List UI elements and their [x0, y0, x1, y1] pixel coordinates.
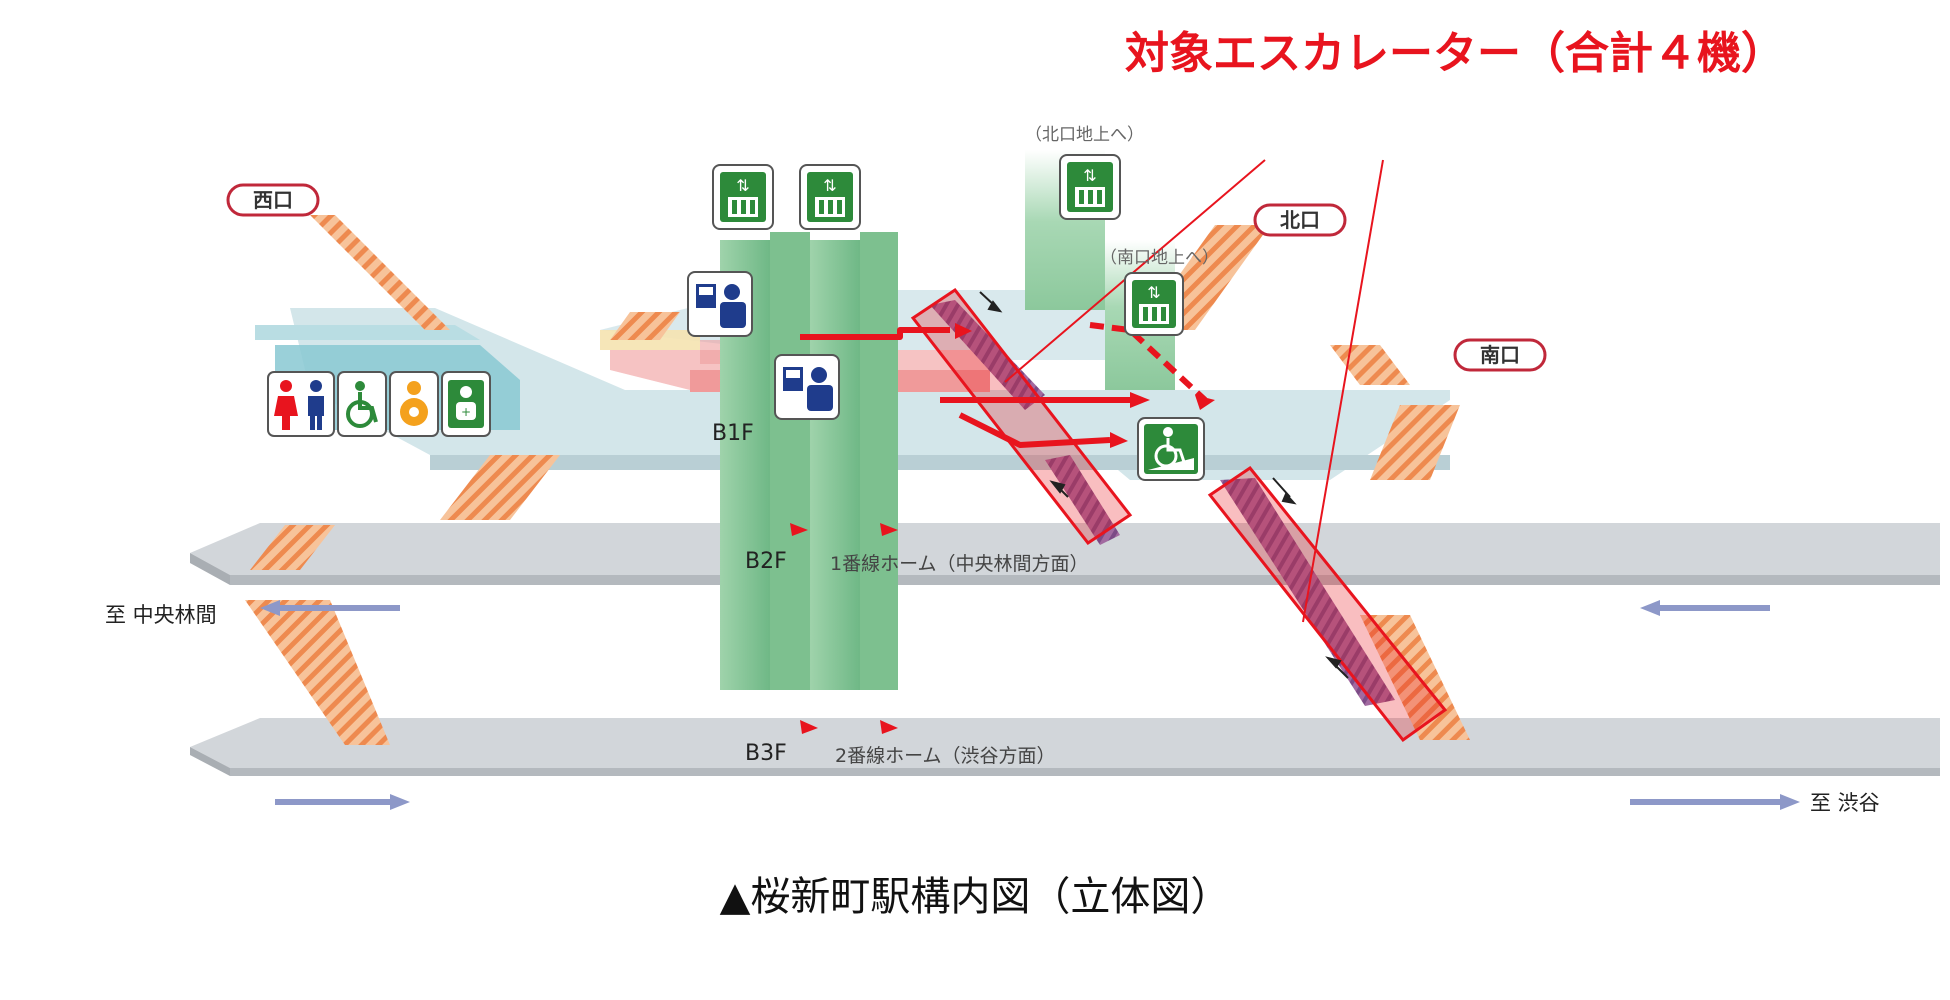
exit-label-south: 南口: [1480, 343, 1520, 367]
svg-text:+: +: [461, 405, 471, 419]
labels: 対象エスカレーター（合計４機） 西口 北口 南口 （北口地上へ） （南口地上へ）…: [105, 28, 1880, 920]
floor-label-b3: B3F: [745, 741, 787, 766]
destination-west: 至 中央林間: [105, 603, 217, 627]
svg-text:⇅: ⇅: [1147, 283, 1160, 302]
baby-care-icon: [390, 372, 438, 436]
ticket-office-icon: [775, 355, 839, 419]
elevator-icon: ⇅: [1125, 273, 1183, 335]
b3f-platform: [190, 718, 1940, 776]
exit-label-north: 北口: [1280, 208, 1320, 232]
diagram-caption: ▲桜新町駅構内図（立体図）: [720, 874, 1231, 920]
wheelchair-ramp-icon: [1138, 418, 1204, 480]
platform-label-track1: 1番線ホーム（中央林間方面）: [830, 553, 1089, 575]
svg-text:⇅: ⇅: [736, 176, 749, 195]
accessible-restroom-icon: [338, 372, 386, 436]
north-ground-label: （北口地上へ）: [1025, 125, 1144, 145]
destination-east: 至 渋谷: [1810, 791, 1880, 815]
target-escalator-label: 対象エスカレーター（合計４機）: [1125, 28, 1785, 79]
elevator-icon: ⇅: [713, 165, 773, 229]
ostomate-icon: +: [442, 372, 490, 436]
platform-direction-arrows: [260, 600, 1800, 810]
svg-text:⇅: ⇅: [823, 176, 836, 195]
svg-text:⇅: ⇅: [1083, 166, 1096, 185]
exit-label-west: 西口: [253, 188, 293, 212]
floor-label-b1: B1F: [712, 421, 754, 446]
elevator-icon: ⇅: [1060, 155, 1120, 219]
floor-label-b2: B2F: [745, 549, 787, 574]
south-ground-label: （南口地上へ）: [1100, 248, 1219, 268]
elevator-icon: ⇅: [800, 165, 860, 229]
ticket-office-icon: [688, 272, 752, 336]
platform-label-track2: 2番線ホーム（渋谷方面）: [835, 745, 1056, 767]
restroom-icon: [268, 372, 334, 436]
